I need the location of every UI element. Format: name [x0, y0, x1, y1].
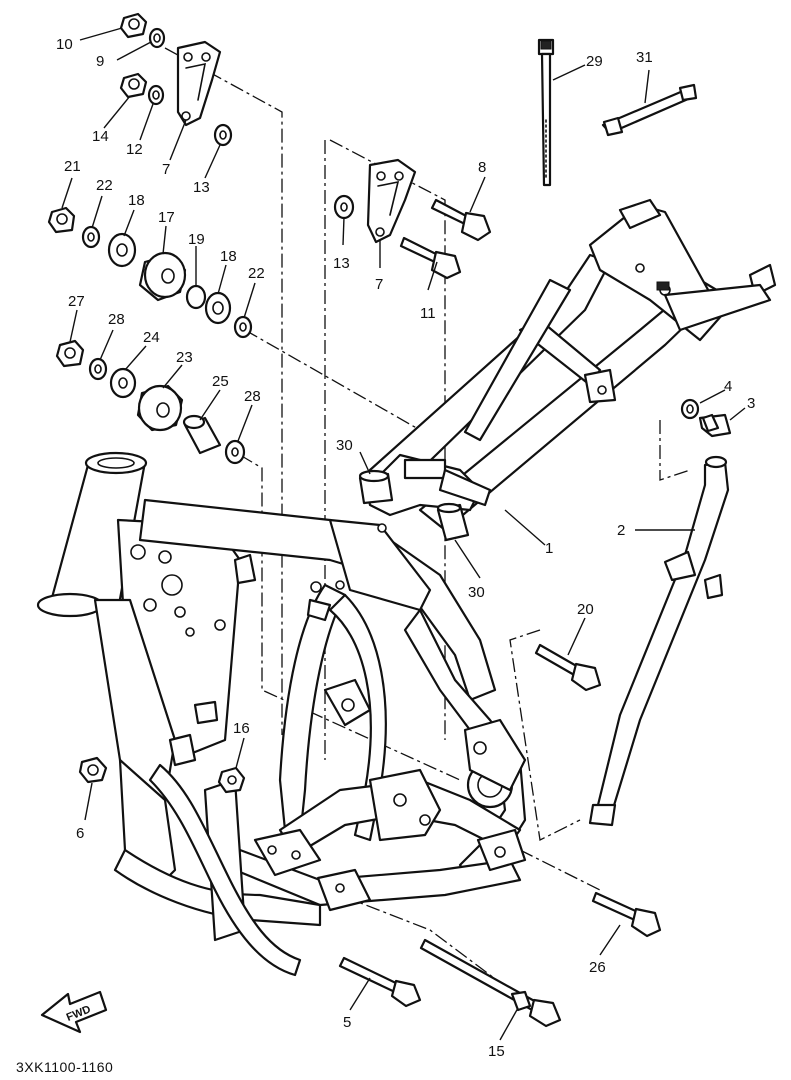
callout-4: 4	[724, 378, 732, 395]
washer-28-right	[224, 439, 246, 465]
callout-23: 23	[176, 349, 193, 366]
callout-18-left: 18	[128, 192, 145, 209]
callout-2: 2	[617, 522, 625, 539]
nut-27	[55, 339, 85, 368]
engine-bracket-7-upper	[176, 40, 222, 127]
diagram-code: 3XK1100-1160	[16, 1059, 113, 1075]
rear-frame-stay	[588, 455, 730, 827]
damper-17	[138, 251, 187, 302]
collar-25	[182, 414, 222, 455]
callout-22-right: 22	[248, 265, 265, 282]
callout-labels: 10 9 14 12 7 13 21 22 18 17 19 18 22 27 …	[56, 36, 755, 1060]
callout-18-right: 18	[220, 248, 237, 265]
bolt-26	[591, 891, 662, 938]
band-31	[601, 83, 698, 137]
callout-5: 5	[343, 1014, 351, 1031]
leader-lines	[61, 27, 746, 1041]
callout-8: 8	[478, 159, 486, 176]
grommet-30-lower	[436, 502, 470, 542]
bolt-11	[399, 236, 462, 280]
bolt-5	[338, 956, 422, 1008]
fwd-arrow-icon: FWD	[40, 990, 108, 1034]
callout-13-mid: 13	[333, 255, 350, 272]
callout-29: 29	[586, 53, 603, 70]
callout-27: 27	[68, 293, 85, 310]
callout-28-right: 28	[244, 388, 261, 405]
nut-14	[119, 72, 148, 99]
callout-31: 31	[636, 49, 653, 66]
callout-7-mid: 7	[375, 276, 383, 293]
callout-7-upper: 7	[162, 161, 170, 178]
callout-14: 14	[92, 128, 109, 145]
callout-30-upper: 30	[336, 437, 353, 454]
cable-tie-29	[537, 38, 555, 187]
callout-11: 11	[420, 305, 436, 322]
damper-18-left	[107, 232, 137, 268]
callout-10: 10	[56, 36, 73, 53]
collar-19	[185, 284, 207, 310]
callout-17: 17	[158, 209, 175, 226]
washer-22-left	[81, 225, 101, 249]
washer-28-left	[88, 357, 108, 381]
engine-bracket-7-mid	[366, 158, 417, 244]
callout-20: 20	[577, 601, 594, 618]
callout-3: 3	[747, 395, 755, 412]
washer-22-right	[233, 315, 253, 339]
callout-24: 24	[143, 329, 160, 346]
callout-9: 9	[96, 53, 104, 70]
callout-6: 6	[76, 825, 84, 842]
washer-4	[680, 398, 700, 420]
callout-25: 25	[212, 373, 229, 390]
nut-6	[78, 756, 108, 784]
callout-28-left: 28	[108, 311, 125, 328]
main-frame	[36, 198, 777, 977]
callout-19: 19	[188, 231, 205, 248]
nut-16	[217, 766, 246, 794]
washer-12	[147, 84, 165, 106]
callout-13-upper: 13	[193, 179, 210, 196]
collar-13-upper	[213, 123, 233, 147]
callout-22-left: 22	[96, 177, 113, 194]
bolt-8	[430, 198, 492, 242]
nut-10	[119, 12, 148, 39]
bolt-15	[419, 938, 562, 1028]
collar-13-mid	[333, 194, 355, 220]
callout-15: 15	[488, 1043, 505, 1060]
callout-12: 12	[126, 141, 143, 158]
bolt-20	[534, 643, 602, 692]
damper-18-right	[204, 291, 232, 325]
damper-24	[109, 367, 137, 399]
callout-16: 16	[233, 720, 250, 737]
nut-21	[47, 206, 76, 234]
callout-1: 1	[545, 540, 553, 557]
callout-21: 21	[64, 158, 81, 175]
callout-30-lower: 30	[468, 584, 485, 601]
callout-26: 26	[589, 959, 606, 976]
damper-23	[136, 384, 184, 432]
washer-9	[148, 27, 166, 49]
bolt-3	[698, 413, 732, 438]
grommet-30-upper	[358, 469, 394, 505]
